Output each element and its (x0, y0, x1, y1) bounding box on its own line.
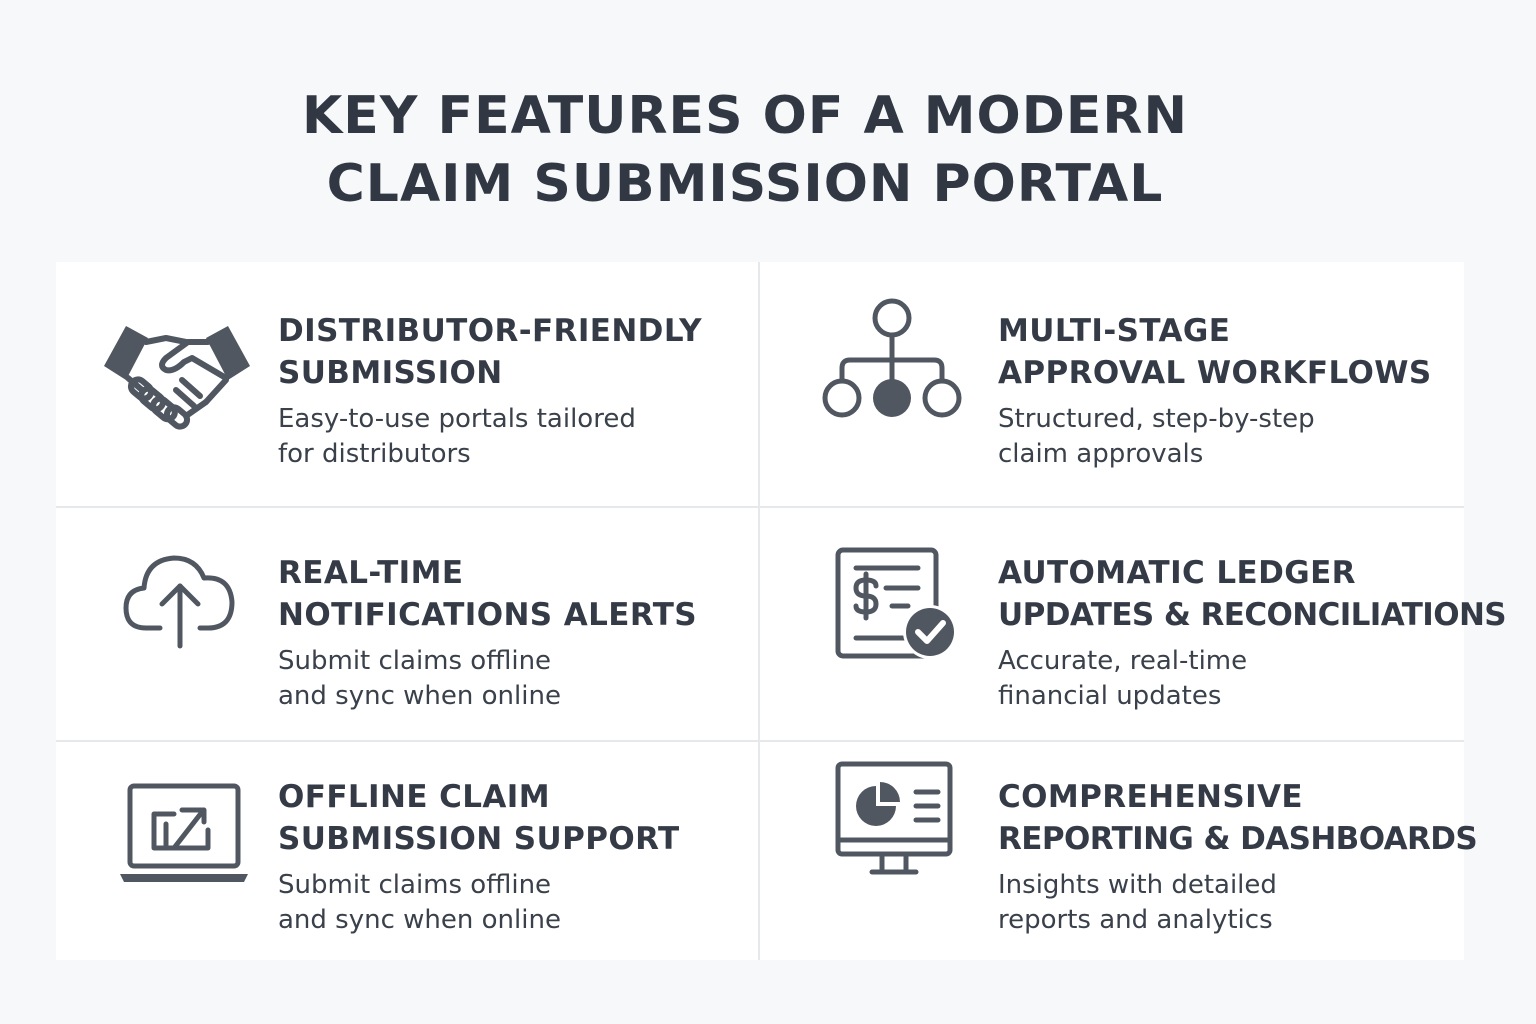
feature-heading: MULTI-STAGE APPROVAL WORKFLOWS (998, 310, 1432, 394)
feature-heading-line-2: NOTIFICATIONS ALERTS (278, 597, 697, 633)
feature-card-distributor-submission: DISTRIBUTOR-FRIENDLY SUBMISSION Easy-to-… (56, 262, 760, 508)
feature-heading: DISTRIBUTOR-FRIENDLY SUBMISSION (278, 310, 702, 394)
feature-heading-line-1: DISTRIBUTOR-FRIENDLY (278, 313, 702, 349)
feature-heading: COMPREHENSIVE REPORTING & DASHBOARDS (998, 776, 1478, 860)
feature-heading: AUTOMATIC LEDGER UPDATES & RECONCILIATIO… (998, 552, 1507, 636)
feature-heading-line-2: SUBMISSION (278, 355, 503, 391)
cloud-upload-icon (123, 555, 235, 649)
feature-description-line-1: Submit claims offline (278, 870, 552, 900)
features-grid: DISTRIBUTOR-FRIENDLY SUBMISSION Easy-to-… (56, 262, 1507, 960)
feature-description: Accurate, real-time financial updates (998, 644, 1506, 714)
feature-description-line-1: Insights with detailed (998, 870, 1277, 900)
laptop-edit-icon (120, 783, 248, 882)
feature-description-line-1: Easy-to-use portals tailored (278, 404, 636, 434)
feature-heading-line-1: COMPREHENSIVE (998, 779, 1304, 815)
feature-description-line-2: for distributors (278, 439, 471, 469)
feature-card-offline-submission: OFFLINE CLAIM SUBMISSION SUPPORT Submit … (56, 742, 760, 960)
feature-text: MULTI-STAGE APPROVAL WORKFLOWS Structure… (998, 310, 1432, 472)
ledger-check-icon (835, 547, 957, 659)
feature-description-line-1: Accurate, real-time (998, 646, 1248, 676)
feature-description-line-2: and sync when online (278, 905, 561, 935)
feature-card-realtime-notifications: REAL-TIME NOTIFICATIONS ALERTS Submit cl… (56, 508, 760, 742)
feature-text: REAL-TIME NOTIFICATIONS ALERTS Submit cl… (278, 552, 697, 714)
feature-heading-line-1: MULTI-STAGE (998, 313, 1231, 349)
feature-description-line-1: Structured, step-by-step (998, 404, 1315, 434)
feature-description-line-2: financial updates (998, 681, 1222, 711)
feature-description: Insights with detailed reports and analy… (998, 868, 1477, 938)
feature-card-ledger-updates: AUTOMATIC LEDGER UPDATES & RECONCILIATIO… (760, 508, 1507, 742)
feature-heading: OFFLINE CLAIM SUBMISSION SUPPORT (278, 776, 680, 860)
feature-card-approval-workflows: MULTI-STAGE APPROVAL WORKFLOWS Structure… (760, 262, 1464, 508)
feature-text: AUTOMATIC LEDGER UPDATES & RECONCILIATIO… (998, 552, 1507, 714)
feature-heading-line-1: AUTOMATIC LEDGER (998, 555, 1356, 591)
feature-text: COMPREHENSIVE REPORTING & DASHBOARDS Ins… (998, 776, 1478, 938)
handshake-icon (104, 326, 250, 430)
feature-description: Structured, step-by-step claim approvals (998, 402, 1432, 472)
feature-description: Easy-to-use portals tailored for distrib… (278, 402, 702, 472)
feature-heading: REAL-TIME NOTIFICATIONS ALERTS (278, 552, 697, 636)
feature-heading-line-2: APPROVAL WORKFLOWS (998, 355, 1432, 391)
page-title-line-2: CLAIM SUBMISSION PORTAL (326, 154, 1164, 214)
feature-heading-line-2: REPORTING & DASHBOARDS (998, 821, 1478, 857)
dashboard-monitor-icon (835, 761, 953, 875)
workflow-hierarchy-icon (822, 298, 962, 418)
page-title-line-1: KEY FEATURES OF A MODERN (301, 86, 1188, 146)
feature-card-reporting-dashboards: COMPREHENSIVE REPORTING & DASHBOARDS Ins… (760, 742, 1478, 960)
feature-heading-line-1: REAL-TIME (278, 555, 464, 591)
feature-heading-line-2: SUBMISSION SUPPORT (278, 821, 680, 857)
feature-text: DISTRIBUTOR-FRIENDLY SUBMISSION Easy-to-… (278, 310, 702, 472)
feature-description-line-2: reports and analytics (998, 905, 1273, 935)
feature-text: OFFLINE CLAIM SUBMISSION SUPPORT Submit … (278, 776, 680, 938)
feature-description-line-2: and sync when online (278, 681, 561, 711)
feature-description-line-1: Submit claims offline (278, 646, 552, 676)
feature-description-line-2: claim approvals (998, 439, 1204, 469)
feature-heading-line-1: OFFLINE CLAIM (278, 779, 550, 815)
feature-description: Submit claims offline and sync when onli… (278, 644, 697, 714)
page-title: KEY FEATURES OF A MODERN CLAIM SUBMISSIO… (0, 82, 1490, 218)
feature-heading-line-2: UPDATES & RECONCILIATIONS (998, 597, 1507, 633)
feature-description: Submit claims offline and sync when onli… (278, 868, 680, 938)
